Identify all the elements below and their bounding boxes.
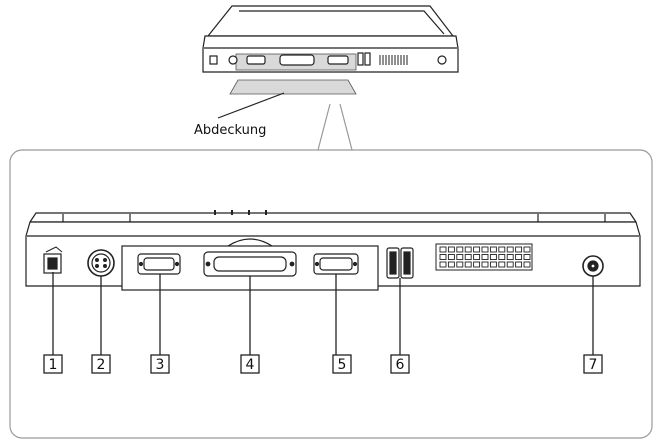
laptop-detail-lid xyxy=(29,212,637,223)
detail-panel xyxy=(9,149,653,439)
vent-slot xyxy=(447,246,455,253)
vent-slot xyxy=(498,254,506,260)
vent-slot xyxy=(489,246,497,253)
vent-slot xyxy=(456,246,464,253)
vent-slot xyxy=(464,254,472,260)
port-7-graphic xyxy=(582,255,604,277)
number-box xyxy=(332,354,352,374)
callout-port-5: 5 xyxy=(332,274,352,374)
vent-slot xyxy=(456,254,464,260)
port-number-label: 7 xyxy=(589,357,598,373)
vent-slots xyxy=(439,246,531,268)
laptop-overview-usb-a xyxy=(357,52,364,66)
laptop-overview-port-7 xyxy=(437,55,447,65)
callout-port-6: 6 xyxy=(390,278,410,374)
port-6-graphic xyxy=(386,247,414,279)
vent-slot xyxy=(515,254,523,260)
laptop-detail-indicator-lights xyxy=(214,210,267,215)
port-number-label: 3 xyxy=(156,357,165,373)
cover-pointer-line xyxy=(217,92,285,119)
vent-slot xyxy=(447,261,455,268)
vent-slot xyxy=(481,261,489,268)
port-number-label: 6 xyxy=(396,357,405,373)
vent-slot xyxy=(481,246,489,253)
laptop-overview-vent xyxy=(379,55,408,65)
number-box xyxy=(390,354,410,374)
vent-slot xyxy=(498,246,506,253)
port-4-graphic xyxy=(203,251,297,277)
laptop-overview xyxy=(202,5,459,151)
laptop-overview-port-3 xyxy=(246,55,266,65)
port-number-label: 2 xyxy=(97,357,106,373)
cover-plate xyxy=(229,79,357,95)
laptop-overview-port-2 xyxy=(228,55,238,65)
callout-port-1: 1 xyxy=(43,272,63,374)
vent-slot xyxy=(464,246,472,253)
vent-slot xyxy=(464,261,472,268)
vent-slot xyxy=(506,261,514,268)
vent-slot xyxy=(473,261,481,268)
vent-slot xyxy=(523,246,531,253)
vent-slot xyxy=(506,254,514,260)
number-box xyxy=(43,354,63,374)
port-number-label: 1 xyxy=(49,357,58,373)
vent-slot xyxy=(473,246,481,253)
vent-slot xyxy=(523,254,531,260)
port-5-graphic xyxy=(313,253,359,275)
laptop-overview-port-1 xyxy=(209,55,218,65)
callout-port-4: 4 xyxy=(240,276,260,374)
port-2-graphic xyxy=(87,249,115,277)
zoom-line-left xyxy=(317,103,331,151)
callout-port-2: 2 xyxy=(91,276,111,374)
vent-slot xyxy=(506,246,514,253)
vent-slot xyxy=(523,261,531,268)
number-box xyxy=(240,354,260,374)
vent-slot xyxy=(498,261,506,268)
vent-slot xyxy=(481,254,489,260)
laptop-detail xyxy=(25,210,641,291)
zoom-line-right xyxy=(339,103,353,151)
vent-slot xyxy=(439,246,447,253)
callouts: 1 2 3 4 5 6 7 xyxy=(43,272,603,374)
callout-port-7: 7 xyxy=(583,276,603,374)
laptop-overview-port-5 xyxy=(327,55,349,65)
vent-slot xyxy=(439,261,447,268)
laptop-detail-recess-notch xyxy=(227,238,273,247)
port-1-graphic xyxy=(43,246,63,274)
laptop-overview-port-4 xyxy=(279,54,315,66)
number-box xyxy=(583,354,603,374)
cover-label: Abdeckung xyxy=(194,123,266,138)
port-3-graphic xyxy=(137,253,181,275)
port-number-label: 5 xyxy=(338,357,347,373)
vent-slot xyxy=(456,261,464,268)
number-box xyxy=(150,354,170,374)
port-number-label: 4 xyxy=(246,357,255,373)
vent-slot xyxy=(473,254,481,260)
laptop-overview-lid-edge xyxy=(239,10,445,35)
callout-port-3: 3 xyxy=(150,274,170,374)
vent-slot xyxy=(489,254,497,260)
laptop-overview-usb-b xyxy=(364,52,371,66)
vent-slot xyxy=(515,261,523,268)
vent-slot xyxy=(439,254,447,260)
number-box xyxy=(91,354,111,374)
vent-slot xyxy=(489,261,497,268)
vent-slot xyxy=(447,254,455,260)
vent-slot xyxy=(515,246,523,253)
